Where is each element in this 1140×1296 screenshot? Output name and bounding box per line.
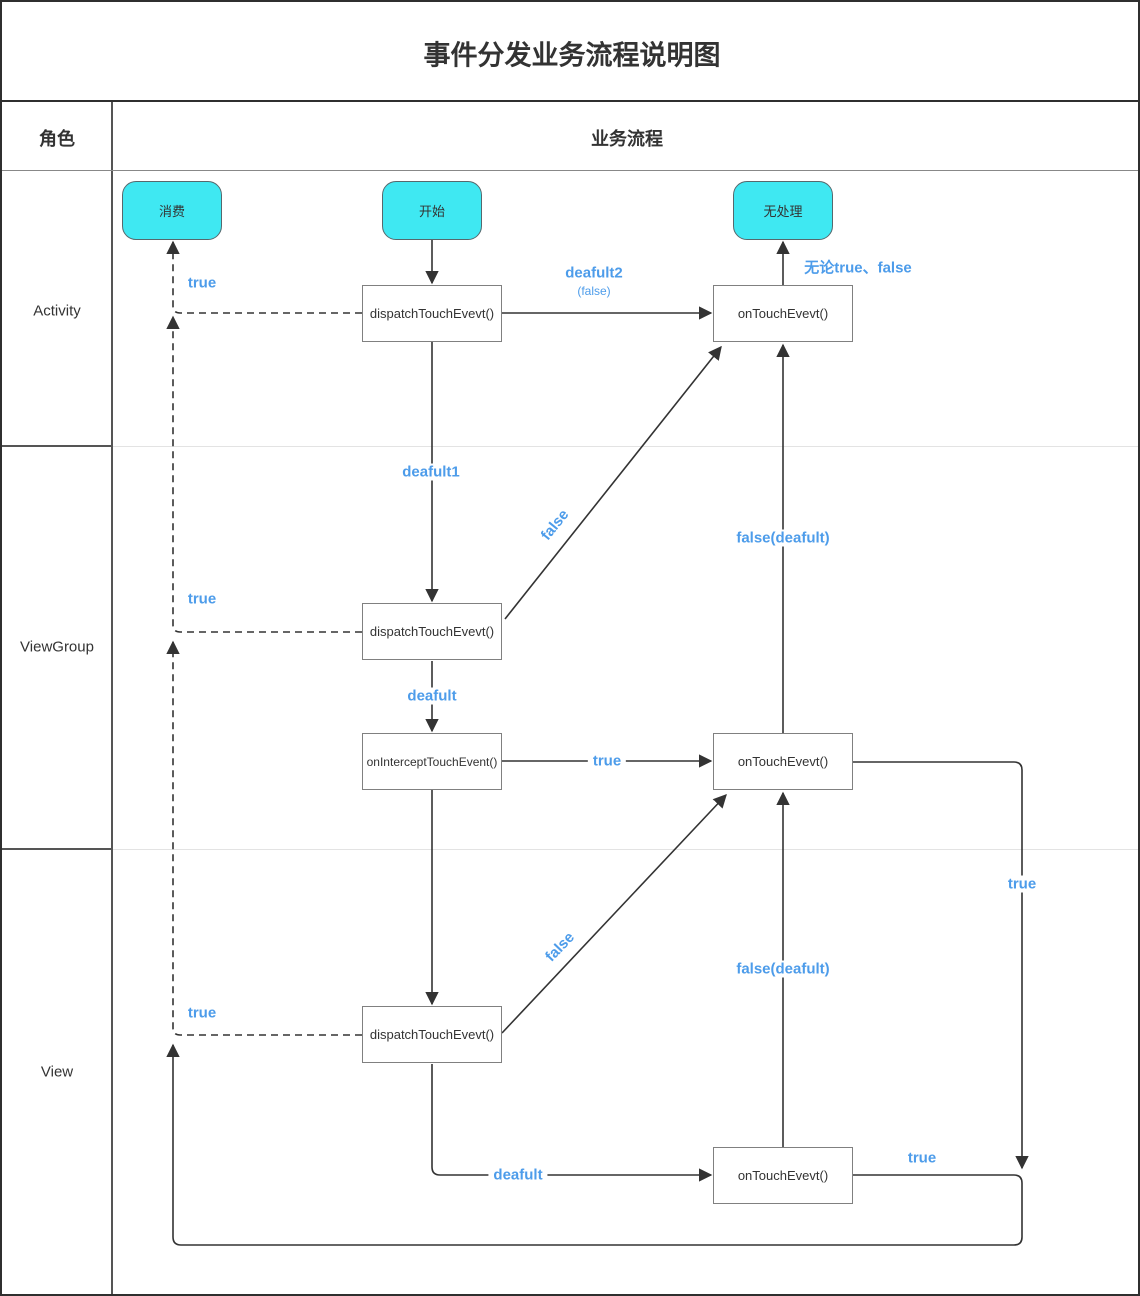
edge-label-deafult1: deafult1 — [397, 463, 465, 481]
lane-divider-viewgroup-view — [113, 849, 1138, 850]
edge-label-deafult: deafult — [402, 687, 462, 705]
lane-label-activity: Activity — [33, 302, 81, 320]
edge-label-bottom-deafult: deafult — [488, 1166, 548, 1184]
edge-label-activity-true: true — [187, 274, 217, 292]
edge-label-false-deafult-viewgroup: false(deafult) — [731, 960, 835, 978]
node-view-dispatch: dispatchTouchEvevt() — [362, 1006, 502, 1063]
edge-label-deafult2-false: (false) — [577, 284, 611, 298]
terminal-no-handle: 无处理 — [733, 181, 833, 240]
lane-divider-activity-viewgroup — [113, 446, 1138, 447]
terminal-start: 开始 — [382, 181, 482, 240]
edge-label-right-true: true — [1002, 875, 1042, 893]
edge-view-true-up — [166, 640, 362, 1036]
lane-divider-activity-viewgroup-left — [2, 445, 111, 447]
edge-label-view-true: true — [187, 1004, 217, 1022]
title-bar — [2, 2, 1138, 102]
edge-label-bottom-true: true — [907, 1149, 937, 1167]
edge-label-any-true-false: 无论true、false — [804, 259, 912, 277]
node-viewgroup-onintercept: onInterceptTouchEvent() — [362, 733, 502, 790]
node-viewgroup-dispatch: dispatchTouchEvevt() — [362, 603, 502, 660]
edge-label-deafult2: deafult2 — [565, 264, 623, 282]
edge-label-intercept-true: true — [587, 752, 627, 770]
header-underline — [2, 170, 1138, 171]
process-header: 业务流程 — [591, 129, 663, 149]
edge-view-dispatch-false-to-viewgroup-ontouch — [501, 794, 727, 1034]
edge-activity-true-to-consume — [166, 240, 362, 314]
edge-label-false-deafult-activity: false(deafult) — [731, 529, 835, 547]
edge-viewgroup-ontouch-true-down — [852, 761, 1029, 1170]
lane-divider-viewgroup-view-left — [2, 848, 111, 850]
role-header: 角色 — [39, 129, 75, 149]
node-viewgroup-ontouch: onTouchEvevt() — [713, 733, 853, 790]
terminal-consume: 消费 — [122, 181, 222, 240]
lane-label-viewgroup: ViewGroup — [20, 638, 94, 656]
lane-label-view: View — [40, 1063, 74, 1081]
edge-label-viewgroup-true: true — [187, 590, 217, 608]
node-view-ontouch: onTouchEvevt() — [713, 1147, 853, 1204]
edge-viewgroup-dispatch-false-to-activity-ontouch — [504, 345, 722, 620]
diagram-title: 事件分发业务流程说明图 — [423, 40, 721, 71]
edge-bottom-true-loop — [166, 1043, 1023, 1246]
edge-view-dispatch-deafult-to-view-ontouch — [431, 1064, 713, 1182]
edge-viewgroup-true-up — [166, 315, 362, 633]
node-activity-ontouch: onTouchEvevt() — [713, 285, 853, 342]
node-activity-dispatch: dispatchTouchEvevt() — [362, 285, 502, 342]
role-column-divider — [111, 102, 113, 1294]
